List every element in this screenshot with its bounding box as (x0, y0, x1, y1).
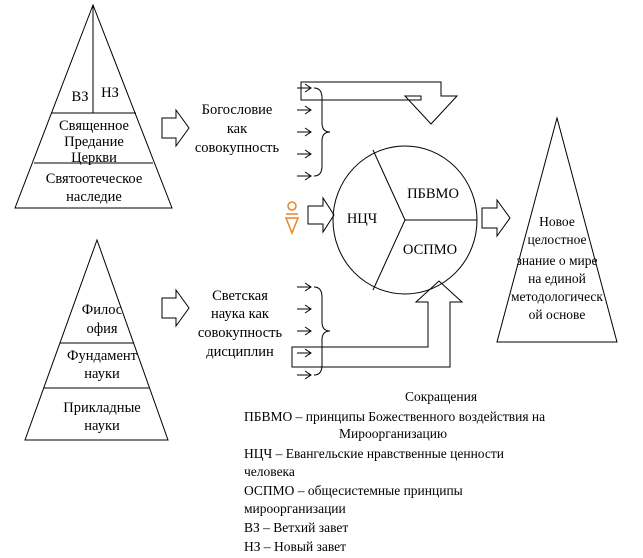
block-arrow-bottom-to-secular (161, 288, 190, 328)
legend-line-6: мироорганизации (244, 501, 346, 516)
top-pyramid-bottom-line-2: наследие (66, 189, 122, 205)
legend-line-3: НЦЧ – Евангельские нравственные ценности (244, 446, 504, 461)
legend-line-7: ВЗ – Ветхий завет (244, 520, 348, 535)
top-pyramid-outline (14, 3, 173, 209)
result-line-2: целостное (527, 232, 586, 247)
circle-right-bottom-label: ОСПМО (403, 242, 457, 258)
legend-title: Сокращения (405, 389, 477, 404)
top-pyramid-bottom-line-1: Святоотеческое (46, 171, 143, 187)
top-pyramid-left-cell: ВЗ (72, 89, 89, 105)
legend-line-1: ПБВМО – принципы Божественного воздейств… (244, 409, 545, 424)
top-pyramid-middle-line-3: Церкви (71, 150, 117, 166)
bottom-pyramid-bottom-line-1: Прикладные (63, 400, 141, 416)
block-arrow-top-to-theology (161, 108, 190, 148)
thin-arrows-top (297, 83, 312, 181)
secular-label-line-4: дисциплин (206, 344, 274, 360)
result-line-4: на единой (528, 271, 586, 286)
result-pyramid (496, 116, 618, 343)
theology-label-line-3: совокупность (195, 140, 280, 156)
legend: Сокращения ПБВМО – принципы Божественног… (244, 389, 545, 554)
result-line-6: ой основе (529, 307, 586, 322)
theology-label-line-2: как (227, 121, 248, 137)
legend-line-4: человека (244, 464, 295, 479)
circle-right-top-label: ПБВМО (407, 186, 459, 202)
legend-line-2: Мироорганизацию (339, 426, 447, 441)
top-pyramid (14, 3, 173, 209)
top-pyramid-right-cell: НЗ (101, 85, 119, 101)
top-pyramid-middle-line-2: Предание (64, 134, 124, 150)
brace-top (313, 87, 331, 177)
bottom-pyramid-bottom-line-2: науки (84, 418, 120, 434)
block-arrow-person-to-circle (307, 196, 335, 234)
bottom-pyramid-middle-line-1: Фундамент (67, 348, 138, 364)
bottom-pyramid (24, 238, 169, 441)
bottom-pyramid-top-line-1: Филос (82, 302, 123, 318)
secular-label-line-1: Светская (212, 288, 268, 304)
person-icon (284, 201, 300, 236)
bent-arrow-top-into-circle (300, 81, 459, 125)
bottom-pyramid-outline (24, 238, 169, 441)
result-line-3: знание о мире (517, 253, 598, 268)
bent-arrow-bottom-into-circle (291, 280, 464, 368)
result-line-1: Новое (539, 214, 575, 229)
brace-bottom (313, 286, 331, 376)
circle-left-label: НЦЧ (347, 211, 377, 227)
bottom-pyramid-top-line-2: офия (86, 321, 117, 337)
top-pyramid-middle-line-1: Священное (59, 118, 129, 134)
secular-label-line-2: наука как (211, 306, 270, 322)
result-line-5: методологическ (511, 289, 603, 304)
secular-label-line-3: совокупность (198, 325, 283, 341)
legend-line-5: ОСПМО – общесистемные принципы (244, 483, 463, 498)
legend-line-8: НЗ – Новый завет (244, 539, 346, 554)
bottom-pyramid-middle-line-2: науки (84, 366, 120, 382)
thin-arrows-bottom (297, 282, 312, 380)
central-circle (332, 145, 478, 295)
theology-label-line-1: Богословие (202, 102, 273, 118)
block-arrow-circle-to-result (481, 198, 511, 238)
